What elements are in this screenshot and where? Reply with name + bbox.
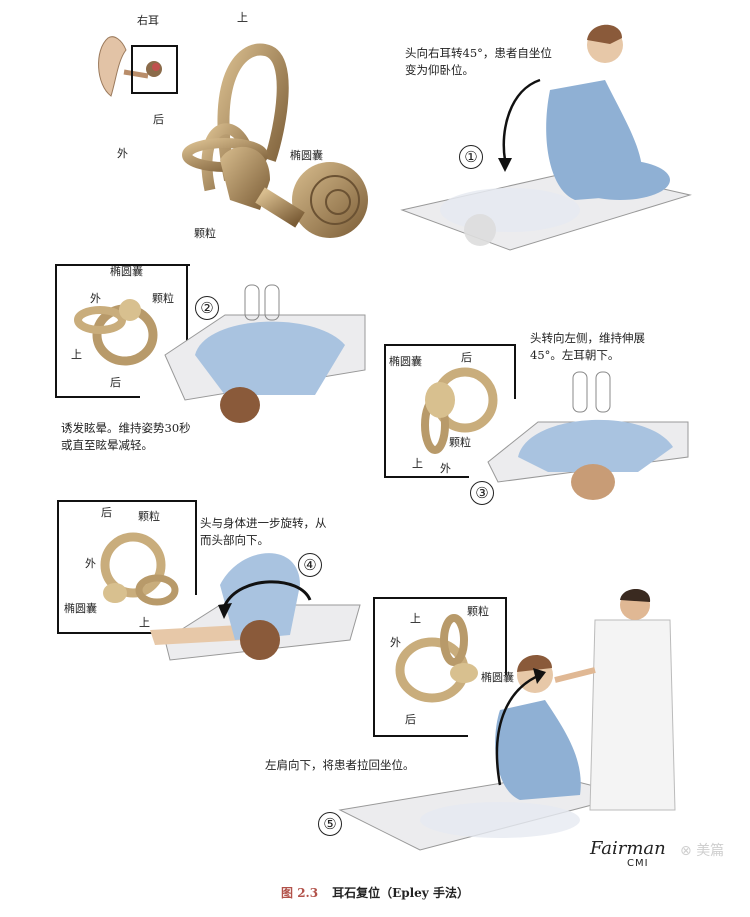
caption-line: 变为仰卧位。 [405,63,474,77]
utricle-label: 椭圆囊 [110,265,143,278]
posterior-canal-label: 后 [405,713,416,726]
inset-box-edge [505,597,507,675]
artist-signature: Fairman [590,838,666,859]
lateral-canal-label: 外 [440,462,451,475]
utricle-label: 椭圆囊 [290,149,323,162]
caption-line: 而头部向下。 [200,533,269,547]
posterior-canal-label: 后 [153,113,164,126]
superior-canal-label: 上 [139,616,150,629]
step-5-caption: 左肩向下，将患者拉回坐位。 [265,757,415,774]
patient-return-to-sitting-illustration [338,588,676,851]
inset-box-edge [186,264,188,344]
figure-caption: 图 2.3 耳石复位（Epley 手法） [0,884,750,901]
labyrinth-illustration [182,43,368,238]
step-2-labyrinth-icon [74,299,158,366]
step-3-number: ③ [470,481,494,505]
step-3-caption: 头转向左侧，维持伸展 45°。左耳朝下。 [530,330,645,364]
inset-box-edge [195,500,197,595]
watermark-logo-icon: ⊗ [680,843,697,859]
caption-line: 头向右耳转45°，患者自坐位 [405,46,552,60]
patient-head-down-illustration [150,553,361,661]
outer-ear-icon [98,36,149,97]
utricle-label: 椭圆囊 [389,355,422,368]
caption-line: 头转向左侧，维持伸展 [530,331,645,345]
superior-canal-label: 上 [71,348,82,361]
step-3-inset-box [384,344,516,478]
inset-box-edge [384,476,469,478]
step-4-labyrinth-icon [100,532,179,606]
ear-inset-box [131,45,178,94]
caption-line: 或直至眩晕减轻。 [61,438,153,452]
otoconia-label: 颗粒 [138,510,160,523]
otoconia-label: 颗粒 [194,227,216,240]
step-1-caption: 头向右耳转45°，患者自坐位 变为仰卧位。 [405,45,552,79]
patient-head-left-illustration [487,371,689,500]
inset-labyrinth-icon [146,61,162,77]
superior-canal-label: 上 [237,11,248,24]
lateral-canal-label: 外 [85,557,96,570]
utricle-label: 椭圆囊 [481,671,514,684]
step-4-caption: 头与身体进一步旋转，从 而头部向下。 [200,515,327,549]
step-1-number: ① [459,145,483,169]
patient-supine-head-right-illustration [164,284,366,423]
caption-line: 45°。左耳朝下。 [530,348,620,362]
step-4-number: ④ [298,553,322,577]
step-3-labyrinth-icon [421,367,498,454]
caption-line: 头与身体进一步旋转，从 [200,516,327,530]
right-ear-label: 右耳 [137,14,159,27]
step-2-inset-box [55,264,190,398]
posterior-canal-label: 后 [101,506,112,519]
inset-box-edge [55,396,140,398]
otoconia-label: 颗粒 [449,436,471,449]
otoconia-label: 颗粒 [467,605,489,618]
figure-title: 耳石复位（Epley 手法） [332,886,469,900]
artist-credential: CMI [627,858,649,869]
caption-line: 左肩向下，将患者拉回坐位。 [265,758,415,772]
step-5-labyrinth-icon [395,614,478,703]
step-4-inset-box [57,500,197,634]
lateral-canal-label: 外 [90,292,101,305]
watermark-text: 美篇 [696,843,725,859]
inset-box-edge [514,344,516,399]
superior-canal-label: 上 [412,457,423,470]
step-2-caption: 诱发眩晕。维持姿势30秒 或直至眩晕减轻。 [61,420,191,454]
lateral-canal-label: 外 [390,636,401,649]
step-5-number: ⑤ [318,812,342,836]
posterior-canal-label: 后 [110,376,121,389]
patient-sit-to-supine-illustration [400,24,692,251]
utricle-label: 椭圆囊 [64,602,97,615]
lateral-canal-label: 外 [117,147,128,160]
figure-number: 图 2.3 [281,886,319,900]
caption-line: 诱发眩晕。维持姿势30秒 [61,421,191,435]
watermark: ⊗ 美篇 [680,840,724,860]
step-2-number: ② [195,296,219,320]
superior-canal-label: 上 [410,612,421,625]
inset-box-edge [57,632,152,634]
inset-box-edge [373,735,468,737]
otoconia-label: 颗粒 [152,292,174,305]
posterior-canal-label: 后 [461,351,472,364]
step-5-inset-box [373,597,507,737]
